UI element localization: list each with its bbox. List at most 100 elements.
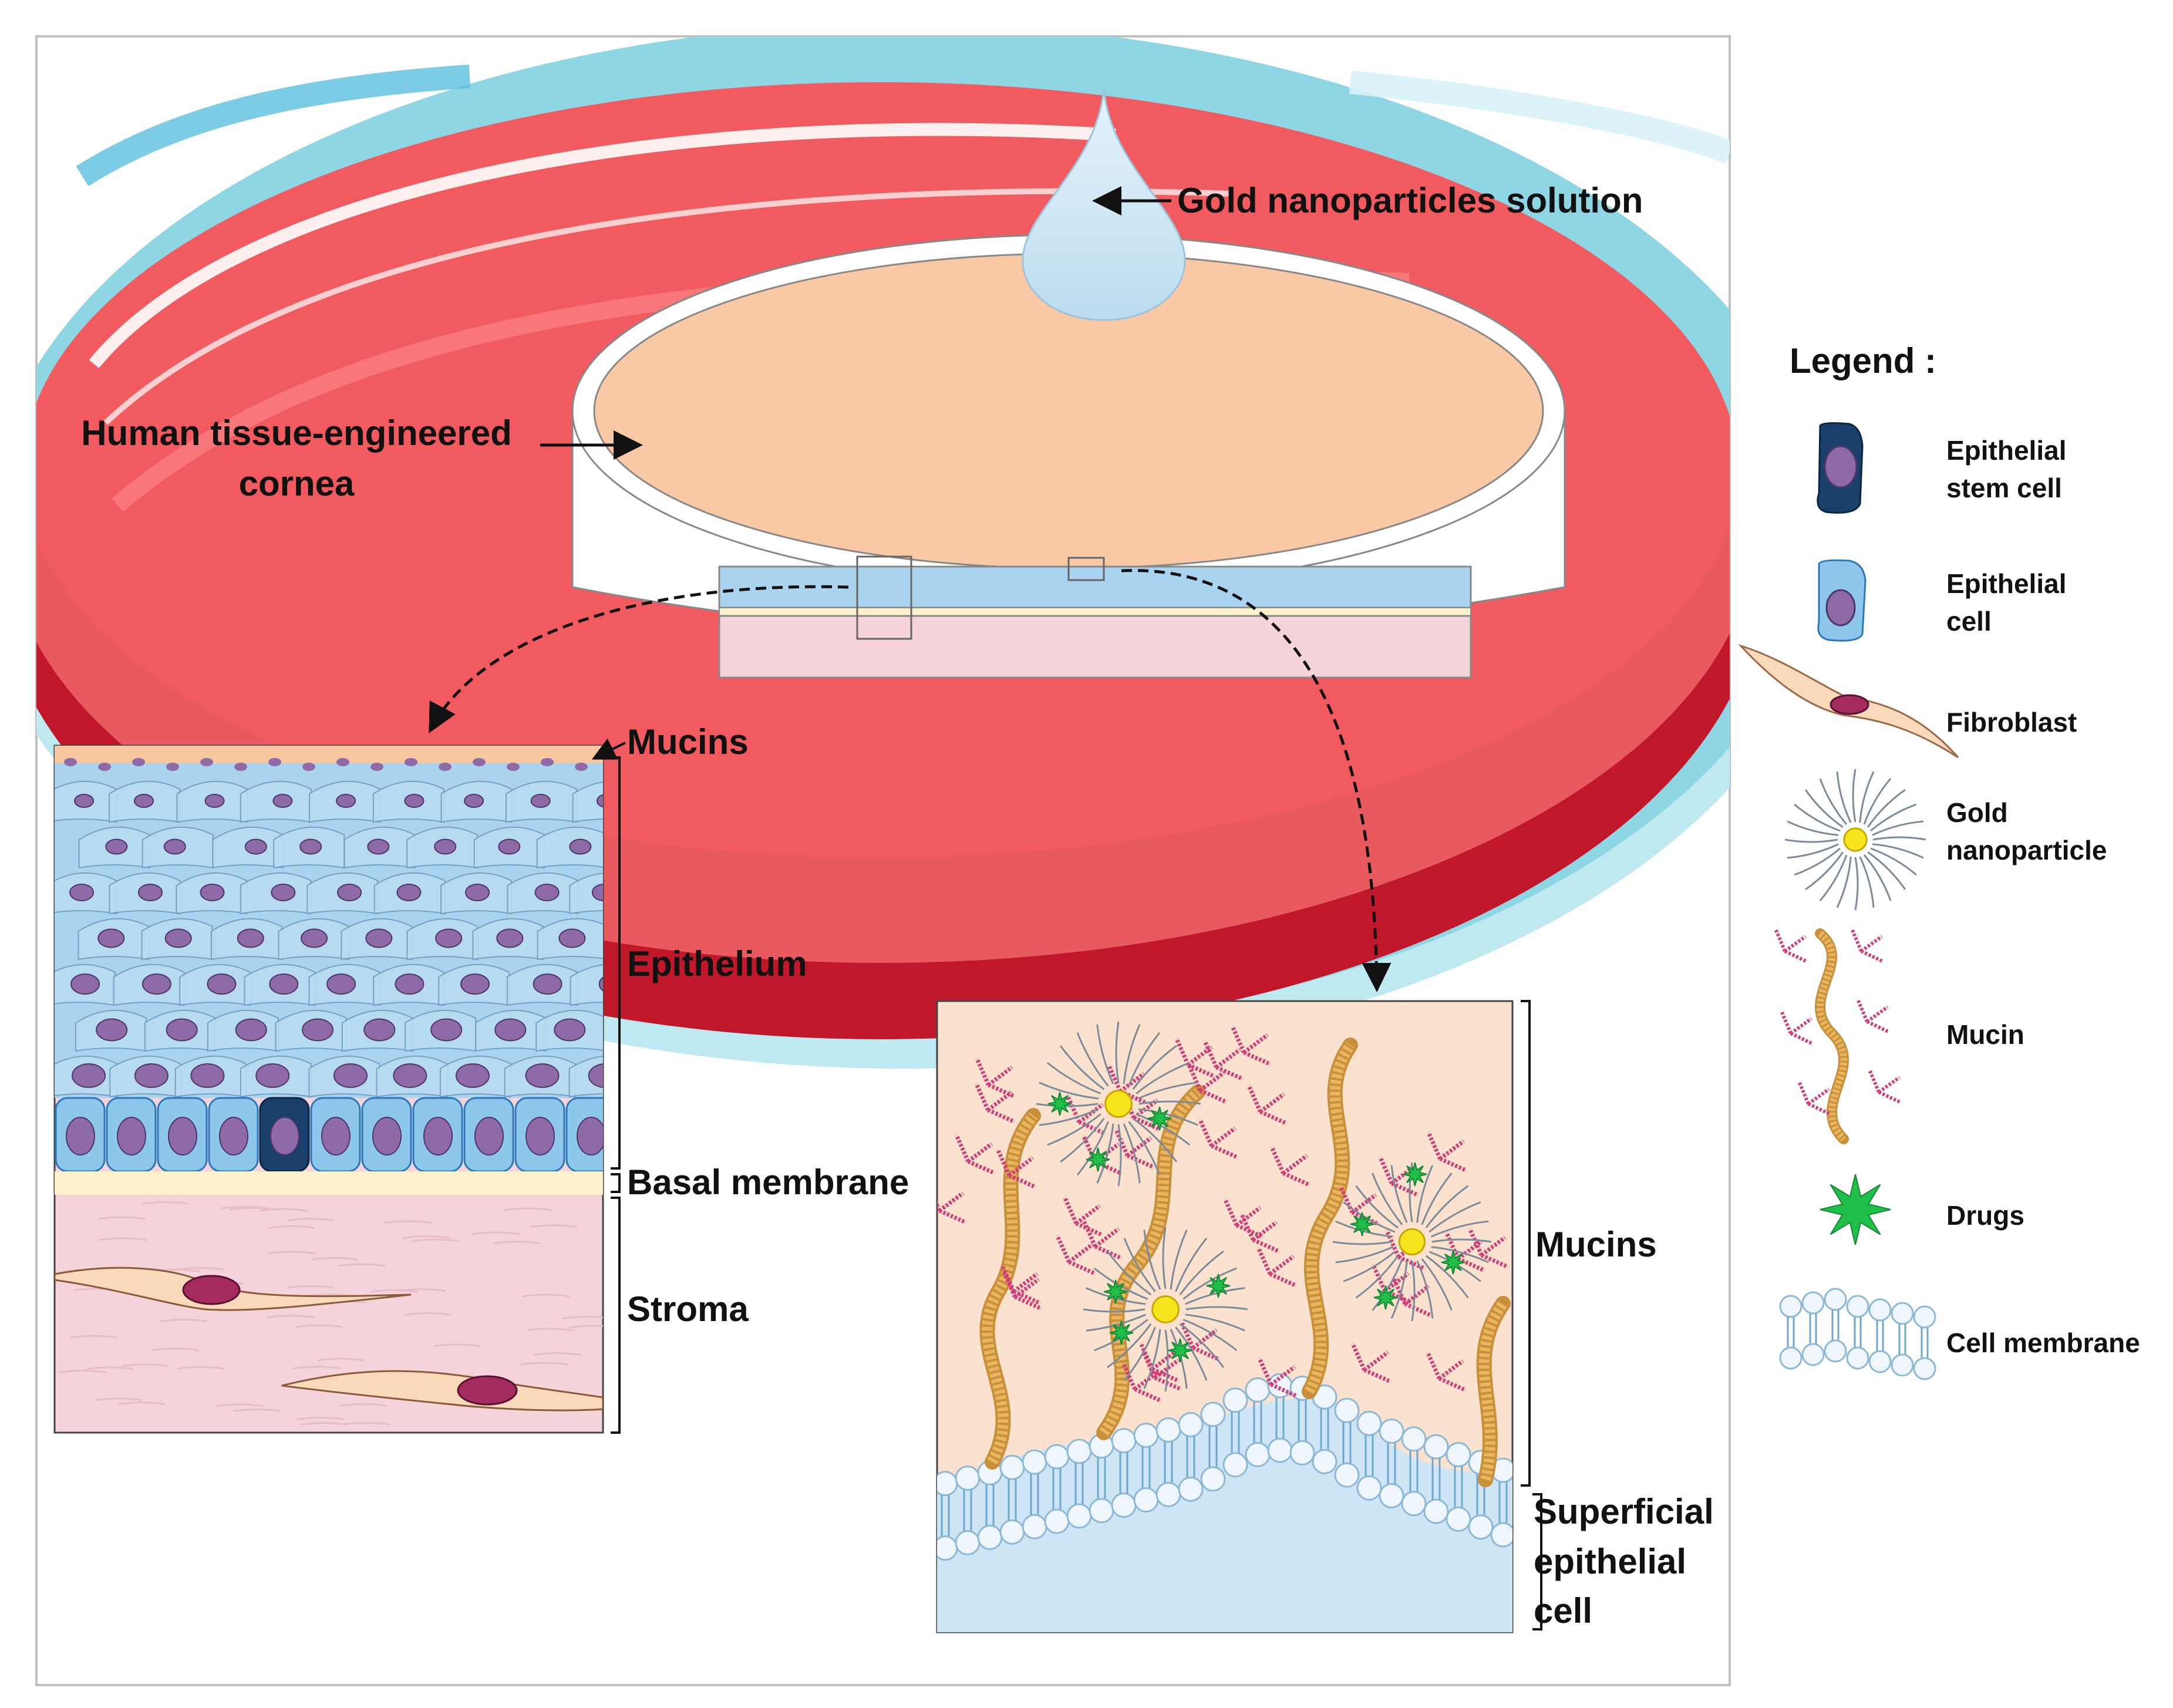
basal-epithelial-cell (412, 1097, 463, 1173)
membrane-lipid-head (1111, 1493, 1137, 1518)
surface-cell-nucleus (234, 763, 247, 771)
drug-molecule (1441, 1250, 1465, 1275)
right-brackets (1521, 1000, 1542, 1630)
epithelial-cell (507, 872, 579, 915)
label-cornea-line2: cornea (238, 464, 355, 503)
membrane-lipid-head (1423, 1434, 1449, 1460)
basal-epithelial-cell (157, 1097, 208, 1173)
membrane-lipid-head (937, 1471, 958, 1497)
epithelial-cell (504, 1055, 576, 1098)
membrane-lipid-head (1379, 1419, 1404, 1444)
epithelial-cell (113, 964, 185, 1006)
epithelial-cell (212, 826, 284, 869)
epithelial-cell (373, 872, 446, 915)
membrane-lipid-head (1446, 1441, 1471, 1467)
membrane-lipid-head (1245, 1441, 1271, 1467)
cell-membrane-icon (1779, 1288, 1936, 1380)
basal-epithelial-cell (208, 1097, 259, 1173)
mucin-branch (1269, 1146, 1311, 1187)
basal-epithelial-cell (55, 1097, 106, 1173)
epithelial-cell (308, 780, 380, 823)
epithelial-cell (278, 918, 350, 961)
gold-nanoparticle (1036, 1021, 1201, 1187)
epithelial-cell (537, 918, 603, 961)
epithelial-cell (174, 1055, 247, 1098)
epithelial-cell (474, 1009, 547, 1052)
mucin-branch (937, 1191, 967, 1225)
membrane-lipid-head (955, 1530, 981, 1556)
basal-epithelial-cell (463, 1097, 514, 1173)
epithelial-stem-cell-icon (1817, 422, 1864, 514)
mucin-branch (1000, 1264, 1042, 1305)
epithelial-cell (306, 872, 379, 915)
membrane-lipid-head (1401, 1426, 1427, 1452)
epithelial-stem-cell (259, 1097, 310, 1173)
membrane-lipid-head (1356, 1410, 1382, 1436)
epithelial-cell (405, 1009, 477, 1052)
basal-epithelial-cell (514, 1097, 565, 1173)
drug-molecule (1047, 1091, 1072, 1116)
surface-cell-nucleus (541, 758, 554, 766)
surface-cell-nucleus (268, 758, 281, 766)
membrane-lipid-head (1312, 1448, 1338, 1474)
membrane-lipid-head (1200, 1402, 1226, 1427)
surface-cell-nucleus (200, 758, 213, 766)
membrane-lipid-head (1178, 1411, 1204, 1437)
epithelial-cell (505, 780, 577, 823)
mucin-branch (1198, 1119, 1239, 1160)
epithelial-cell (536, 826, 603, 869)
membrane-lipid-head (1334, 1462, 1360, 1488)
mucin-branch (1174, 1037, 1216, 1079)
drug-molecule (1086, 1147, 1110, 1172)
epithelial-cell (240, 1055, 312, 1098)
epithelial-cell (244, 964, 316, 1006)
membrane-lipid-head (1022, 1449, 1047, 1475)
surface-cell-nucleus (64, 758, 77, 766)
basal-epithelial-cell (106, 1097, 157, 1173)
label-superficial-line3: cell (1534, 1591, 1593, 1630)
label-mucins-right: Mucins (1535, 1225, 1657, 1264)
membrane-lipid-head (1200, 1466, 1226, 1492)
epithelial-cell (341, 918, 413, 961)
drug-molecule (1350, 1212, 1374, 1237)
membrane-lipid-head (1401, 1491, 1427, 1517)
mucin-interaction-view (936, 1000, 1514, 1633)
mucin-branch (975, 1057, 1016, 1099)
membrane-lipid-head (955, 1466, 981, 1491)
drug-icon (1820, 1174, 1891, 1245)
epithelial-cell (109, 872, 181, 915)
membrane-lipid-head (1356, 1475, 1382, 1501)
gold-nanoparticle (1332, 1162, 1492, 1322)
membrane-lipid-head (1066, 1439, 1092, 1464)
epithelial-cell (275, 1009, 347, 1052)
mucin-branch (1426, 1131, 1468, 1173)
mucin-icon (1774, 928, 1902, 1144)
epithelial-cell (473, 826, 545, 869)
mucin-branch (1062, 1196, 1104, 1237)
legend-label-drugs: Drugs (1946, 1200, 2024, 1231)
membrane-lipid-head (1133, 1423, 1159, 1448)
epithelial-cell (273, 826, 345, 869)
epithelial-cell (109, 1055, 181, 1098)
epithelial-cell (440, 872, 513, 915)
epithelial-cell (308, 1055, 380, 1098)
membrane-lipid-head (1044, 1508, 1070, 1534)
membrane-lipid-head (1334, 1397, 1360, 1423)
mucin-branch (1230, 1025, 1272, 1066)
epithelial-cell (176, 780, 248, 823)
basal-epithelial-cell (565, 1097, 603, 1173)
gold-nanoparticle-glyph (1784, 769, 1926, 911)
surface-cell-nucleus (439, 763, 452, 771)
membrane-lipid-head (1044, 1444, 1070, 1470)
label-mucins-top: Mucins (627, 722, 749, 762)
mucin-branch (995, 1148, 1037, 1190)
mucin-branch (1257, 1357, 1299, 1399)
mucin-branch (1246, 1084, 1288, 1126)
epithelial-cell (535, 1009, 603, 1052)
drug-molecule (1403, 1162, 1427, 1187)
epithelial-cell (55, 964, 116, 1006)
epithelial-cell (569, 872, 603, 915)
epithelial-cell (373, 964, 445, 1006)
epithelial-cell (343, 826, 416, 869)
epithelial-cell (144, 1009, 216, 1052)
